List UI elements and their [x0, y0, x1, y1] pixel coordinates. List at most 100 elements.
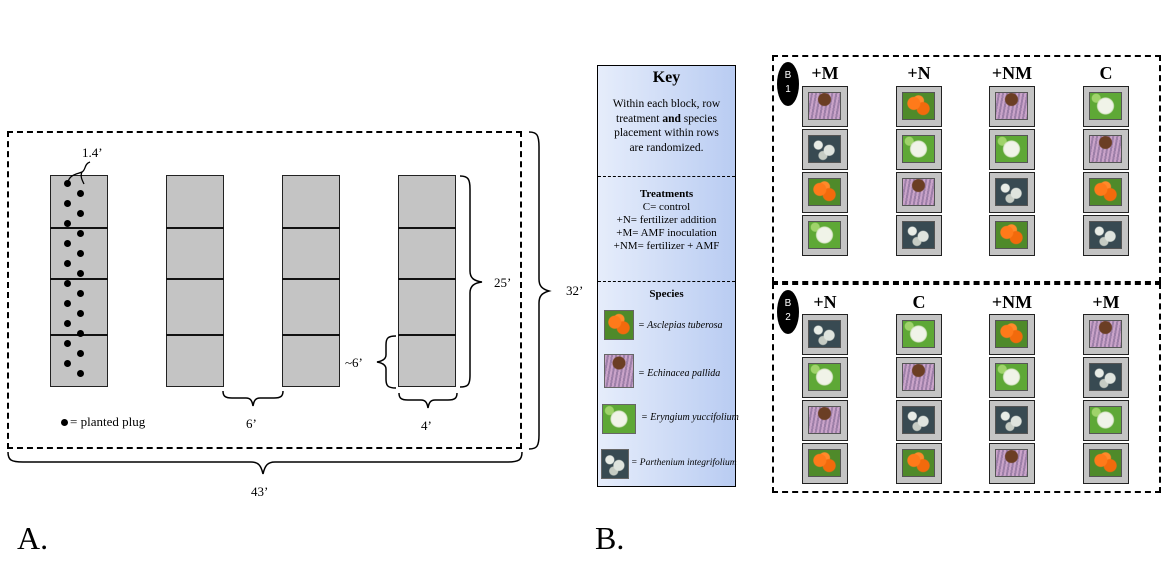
- subplot-cell: [802, 129, 848, 170]
- subplot-cell: [896, 172, 942, 213]
- plug-legend-label: = planted plug: [70, 414, 146, 429]
- subplot-divider: [166, 278, 224, 280]
- subplot-cell: [896, 400, 942, 441]
- subplot-divider: [166, 227, 224, 229]
- subplot-cell: [1083, 443, 1129, 484]
- block-2-badge-number: 2: [785, 312, 791, 323]
- subplot-length-label: ~6’: [345, 355, 363, 370]
- block-2-badge: B 2: [777, 290, 799, 334]
- plug-spacing-label: 1.4’: [82, 145, 103, 160]
- row-width-label: 4’: [421, 418, 432, 433]
- parthenium-photo: [995, 178, 1028, 206]
- plot-length-label: 43’: [251, 484, 269, 499]
- planted-plug: [64, 280, 71, 287]
- block-2-badge-letter: B: [784, 298, 792, 309]
- key-box: Key Within each block, row treatment and…: [597, 65, 739, 487]
- between-rows-brace: [222, 390, 284, 407]
- key-description-pre: Within each block, row treatment: [612, 98, 721, 125]
- planted-plug: [77, 350, 84, 357]
- planted-plug: [64, 300, 71, 307]
- planted-plug: [77, 190, 84, 197]
- eryngium-photo: [902, 320, 935, 348]
- treatment-item: +N= fertilizer addition: [616, 214, 717, 226]
- treatment-header: +N: [907, 63, 931, 83]
- asclepias-photo: [1089, 178, 1122, 206]
- species-label: = Echinacea pallida: [638, 368, 721, 379]
- subplot-cell: [802, 172, 848, 213]
- asclepias-photo: [995, 221, 1028, 249]
- subplot-cell: [989, 86, 1035, 127]
- treatment-header: C: [1099, 63, 1113, 83]
- planted-plug: [64, 200, 71, 207]
- subplot-cell: [802, 443, 848, 484]
- echinacea-thumbnail: [604, 354, 634, 388]
- echinacea-photo: [902, 363, 935, 391]
- subplot-divider: [50, 278, 108, 280]
- asclepias-photo: [808, 178, 841, 206]
- planted-plug: [77, 230, 84, 237]
- subplot-divider: [398, 278, 456, 280]
- plot-length-brace: [7, 451, 523, 475]
- plot-width-label: 32’: [566, 283, 584, 298]
- asclepias-photo: [995, 320, 1028, 348]
- treatment-item: +NM= fertilizer + AMF: [613, 240, 720, 252]
- plug-spacing-bracket: [67, 161, 91, 185]
- subplot-cell: [802, 314, 848, 355]
- subplot-cell: [1083, 172, 1129, 213]
- planted-plug: [77, 210, 84, 217]
- planting-row-2: [166, 175, 224, 387]
- subplot-cell: [802, 215, 848, 256]
- eryngium-photo: [995, 135, 1028, 163]
- eryngium-photo: [902, 135, 935, 163]
- planted-plug: [64, 360, 71, 367]
- planted-plug: [64, 220, 71, 227]
- subplot-divider: [282, 278, 340, 280]
- treatment-header: C: [912, 292, 926, 312]
- treatments-heading: Treatments: [639, 188, 694, 200]
- block-1-badge-letter: B: [784, 70, 792, 81]
- planted-plug: [77, 310, 84, 317]
- parthenium-photo: [995, 406, 1028, 434]
- subplot-cell: [1083, 357, 1129, 398]
- echinacea-photo: [1089, 320, 1122, 348]
- subplot-cell: [989, 400, 1035, 441]
- echinacea-photo: [995, 92, 1028, 120]
- planting-row-4: [398, 175, 456, 387]
- row-width-brace: [398, 392, 458, 409]
- key-description-post: species placement within rows are random…: [614, 112, 719, 154]
- block-1-badge-number: 1: [785, 84, 791, 95]
- planting-row-3: [282, 175, 340, 387]
- parthenium-thumbnail: [601, 449, 629, 479]
- echinacea-photo: [1089, 135, 1122, 163]
- parthenium-photo: [808, 135, 841, 163]
- treatment-item: C= control: [642, 201, 691, 213]
- species-heading: Species: [649, 288, 684, 300]
- species-label: = Parthenium integrifolium: [631, 458, 737, 468]
- subplot-cell: [1083, 400, 1129, 441]
- echinacea-photo: [808, 92, 841, 120]
- key-description-bold: and: [662, 112, 681, 125]
- subplot-cell: [896, 443, 942, 484]
- parthenium-photo: [1089, 221, 1122, 249]
- subplot-cell: [802, 357, 848, 398]
- treatment-header: +M: [1092, 292, 1120, 312]
- subplot-cell: [1083, 215, 1129, 256]
- parthenium-photo: [902, 221, 935, 249]
- parthenium-photo: [1089, 363, 1122, 391]
- subplot-divider: [166, 334, 224, 336]
- treatment-header: +NM: [991, 63, 1033, 83]
- plot-width-brace: [528, 131, 552, 450]
- planted-plug: [64, 320, 71, 327]
- key-description: Within each block, row treatment and spe…: [598, 97, 735, 155]
- subplot-divider: [398, 334, 456, 336]
- treatment-header: +N: [813, 292, 837, 312]
- planted-plug: [77, 270, 84, 277]
- subplot-length-brace: [376, 335, 397, 389]
- subplot-cell: [989, 172, 1035, 213]
- eryngium-photo: [1089, 92, 1122, 120]
- block-1-badge: B 1: [777, 62, 799, 106]
- asclepias-photo: [902, 92, 935, 120]
- echinacea-photo: [995, 449, 1028, 477]
- species-label: = Eryngium yuccifolium: [641, 412, 739, 423]
- key-title: Key: [652, 69, 681, 86]
